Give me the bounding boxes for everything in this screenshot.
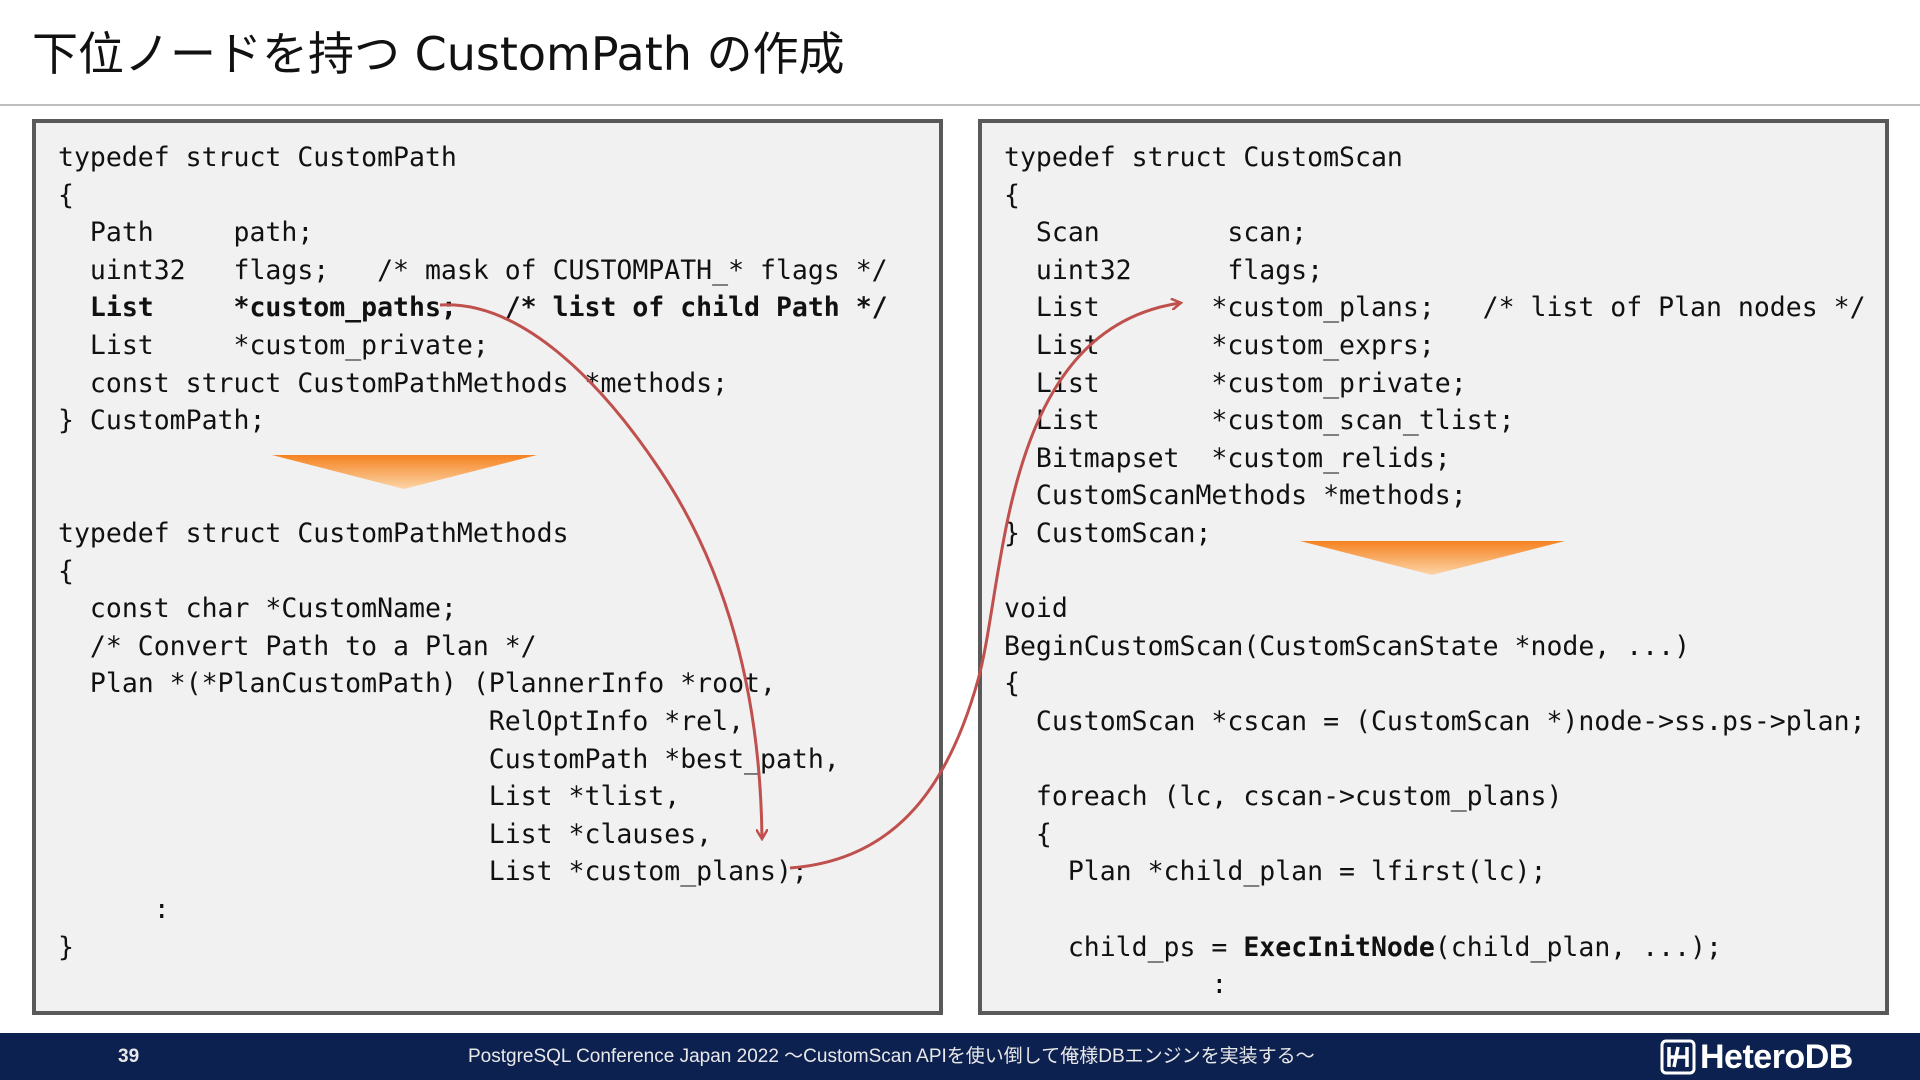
brand-name: HeteroDB [1700,1037,1853,1076]
down-arrow-right [1300,541,1565,575]
page-number: 39 [118,1046,140,1067]
code-line: Scan scan; [1004,217,1308,249]
code-line: /* Convert Path to a Plan */ [58,630,537,662]
slide-title: 下位ノードを持つ CustomPath の作成 [32,27,845,81]
title-divider [0,104,1920,106]
code-line: List *tlist, [58,781,681,813]
code-line: Path path; [58,217,314,249]
code-line: List *custom_scan_tlist; [1004,405,1515,437]
code-line: uint32 flags; [1004,254,1324,286]
code-line: } CustomScan; [1004,518,1212,549]
code-line: { [1004,668,1020,700]
down-arrow-left [272,455,537,489]
code-line: } [58,931,74,963]
code-line: const char *CustomName; [58,593,457,625]
code-line-exec-init-node: child_ps = ExecInitNode(child_plan, ...)… [1004,929,1722,967]
code-line: List *custom_private; [58,330,489,361]
code-line: Plan *(*PlanCustomPath) (PlannerInfo *ro… [58,668,776,700]
brand-logo: HeteroDB [1660,1037,1853,1077]
code-line: } CustomPath; [58,405,266,437]
code-line: typedef struct CustomPathMethods [58,518,569,549]
code-line: typedef struct CustomPath [58,142,457,173]
code-line: void [1004,593,1068,625]
code-line: foreach (lc, cscan->custom_plans) [1004,781,1563,813]
code-line: Plan *child_plan = lfirst(lc); [1004,856,1547,888]
code-line: : [1004,969,1228,1001]
code-line-custom-plans: List *custom_plans; /* list of Plan node… [1004,292,1866,324]
code-line: CustomScan *cscan = (CustomScan *)node->… [1004,706,1866,737]
code-line: { [58,179,74,211]
code-line: List *clauses, [58,818,713,850]
code-line-custom-paths: List *custom_paths; /* list of child Pat… [58,292,888,324]
code-line: RelOptInfo *rel, [58,706,745,737]
code-token: child_ps = [1004,931,1244,963]
code-line: { [1004,179,1020,211]
code-line: uint32 flags; /* mask of CUSTOMPATH_* fl… [58,254,888,286]
code-line: Bitmapset *custom_relids; [1004,442,1451,474]
code-line: { [58,555,74,587]
custompath-code-panel: typedef struct CustomPath { Path path; u… [32,119,943,1015]
code-line: BeginCustomScan(CustomScanState *node, .… [1004,630,1691,662]
code-line: List *custom_private; [1004,367,1467,399]
footer-bar: 39 PostgreSQL Conference Japan 2022 ～Cus… [0,1033,1920,1080]
code-line: List *custom_exprs; [1004,330,1435,361]
code-line: const struct CustomPathMethods *methods; [58,367,729,399]
code-line: CustomScanMethods *methods; [1004,480,1467,512]
footer-text: PostgreSQL Conference Japan 2022 ～Custom… [468,1046,1315,1067]
code-line: CustomPath *best_path, [58,743,840,775]
code-line-custom-plans-param: List *custom_plans); [58,856,808,888]
heterodb-logo-icon [1660,1039,1696,1075]
code-token-exec-init-node: ExecInitNode [1243,931,1435,963]
code-token: (child_plan, ...); [1434,931,1722,963]
code-line: { [1004,818,1052,850]
code-line: typedef struct CustomScan [1004,142,1403,173]
code-line: : [58,894,170,925]
